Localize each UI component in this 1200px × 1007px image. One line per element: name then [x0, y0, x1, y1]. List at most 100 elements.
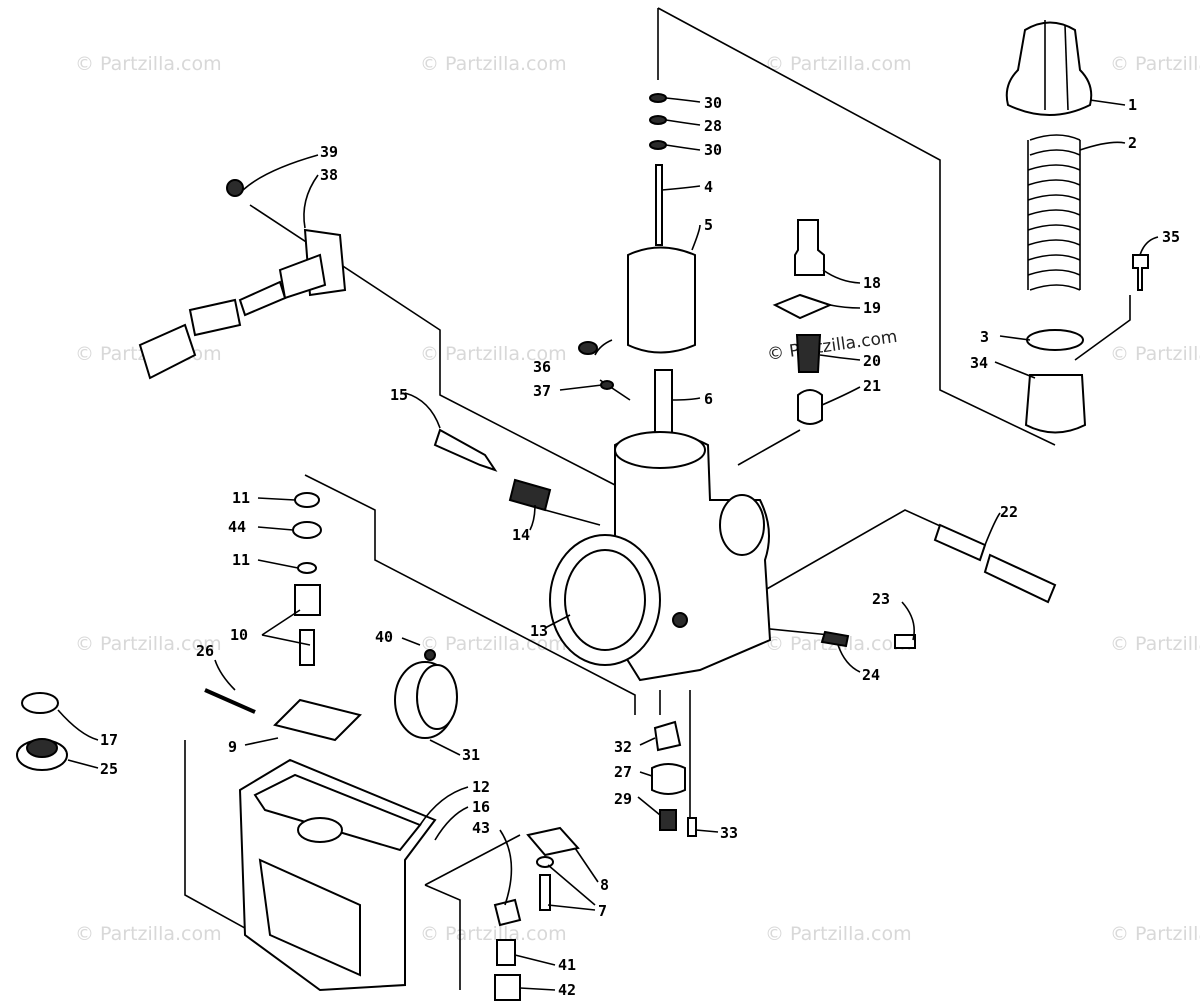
callout-label: 21 [863, 377, 881, 395]
screw-39-part [226, 179, 244, 197]
callout-label: 41 [558, 956, 576, 974]
callout-label: 19 [863, 299, 881, 317]
callout-label: 16 [472, 798, 490, 816]
screw-35-part [1132, 254, 1149, 291]
callout-label: 36 [533, 358, 551, 376]
fitting-23-part [894, 634, 916, 649]
plunger-21-part [797, 389, 823, 425]
callout-label: 26 [196, 642, 214, 660]
callout-label: 30 [704, 141, 722, 159]
callout-label: 42 [558, 981, 576, 999]
callout-label: 12 [472, 778, 490, 796]
fitting-18-part [794, 219, 825, 276]
leader-lines [57, 97, 1159, 991]
spring-20-part [795, 334, 822, 373]
callout-label: 14 [512, 526, 530, 544]
clip-30b-part [649, 140, 667, 150]
float-arm-part [273, 698, 362, 742]
plug-40-part [424, 649, 436, 661]
callout-label: 37 [533, 382, 551, 400]
callout-label: 43 [472, 819, 490, 837]
jet-27-part [651, 763, 686, 795]
callout-label: 6 [704, 390, 713, 408]
callout-label: 10 [230, 626, 248, 644]
screw-36-part [578, 341, 598, 355]
watermark: © Partzilla.com [420, 343, 567, 365]
watermark: © Partzilla.com [1110, 53, 1200, 75]
idle-spring-part [508, 478, 552, 512]
needle-valve-part [294, 584, 321, 616]
callout-label: 17 [100, 731, 118, 749]
jet-42-part [494, 974, 521, 1001]
watermark: © Partzilla.com [765, 923, 912, 945]
callout-label: 34 [970, 354, 988, 372]
callout-label: 5 [704, 216, 713, 234]
watermark: © Partzilla.com [420, 633, 567, 655]
washer-11b-part [297, 562, 317, 574]
watermark: © Partzilla.com [1110, 923, 1200, 945]
callout-label: 29 [614, 790, 632, 808]
clip-28-part [649, 115, 667, 125]
watermark: © Partzilla.com [75, 53, 222, 75]
hose-22-part [933, 523, 987, 562]
callout-label: 8 [600, 876, 609, 894]
watermark: © Partzilla.com [75, 923, 222, 945]
watermark: © Partzilla.com [420, 53, 567, 75]
watermark-layer: © Partzilla.com © Partzilla.com © Partzi… [75, 53, 1200, 945]
throttle-slide-part [627, 246, 696, 354]
callout-label: 28 [704, 117, 722, 135]
watermark: © Partzilla.com [765, 53, 912, 75]
callout-label: 4 [704, 178, 713, 196]
callout-label: 22 [1000, 503, 1018, 521]
callout-label: 40 [375, 628, 393, 646]
watermark: © Partzilla.com [75, 633, 222, 655]
hose-22b-part [983, 553, 1057, 604]
callout-label: 13 [530, 622, 548, 640]
callout-label: 20 [863, 352, 881, 370]
screw-7-part [539, 874, 551, 911]
needle-jet-part [654, 369, 673, 441]
washer-7-part [536, 856, 554, 868]
callout-label: 25 [100, 760, 118, 778]
callout-label: 11 [232, 489, 250, 507]
callout-label: 3 [980, 328, 989, 346]
idle-screw-part [433, 428, 498, 472]
callout-label: 35 [1162, 228, 1180, 246]
washer-37-part [600, 380, 614, 390]
callout-label: 27 [614, 763, 632, 781]
callout-label: 9 [228, 738, 237, 756]
jet-32-part [653, 720, 682, 752]
parts-layer [16, 20, 1149, 1001]
callout-label: 7 [598, 902, 607, 920]
washer-17-part [21, 692, 59, 714]
callout-label: 30 [704, 94, 722, 112]
callout-label: 18 [863, 274, 881, 292]
cap-base-part [1024, 374, 1087, 434]
washer-11-part [294, 492, 320, 508]
clip-30-part [649, 93, 667, 103]
callout-label: 44 [228, 518, 246, 536]
plate-8-part [526, 826, 580, 857]
switch-bracket-part [138, 228, 347, 380]
jet-needle-part [655, 164, 663, 246]
callout-label: 2 [1128, 134, 1137, 152]
screw-33-part [687, 817, 697, 837]
callout-label: 31 [462, 746, 480, 764]
washer-part [1026, 329, 1084, 351]
callout-label: 32 [614, 738, 632, 756]
callout-labels: 1 2 3 4 5 6 7 8 9 10 11 11 12 13 14 15 1… [100, 94, 1180, 999]
jet-43-part [493, 898, 522, 927]
jet-29-part [659, 809, 677, 831]
callout-label: 15 [390, 386, 408, 404]
callout-label: 39 [320, 143, 338, 161]
washer-44-part [292, 521, 322, 539]
fitting-24-part [820, 630, 850, 648]
carburetor-body-part [549, 431, 772, 682]
watermark: © Partzilla.com [420, 923, 567, 945]
gasket-19-part [772, 293, 833, 320]
float-bowl-part [238, 758, 437, 992]
watermark: © Partzilla.com [1110, 633, 1200, 655]
float-pin-part [204, 688, 256, 714]
